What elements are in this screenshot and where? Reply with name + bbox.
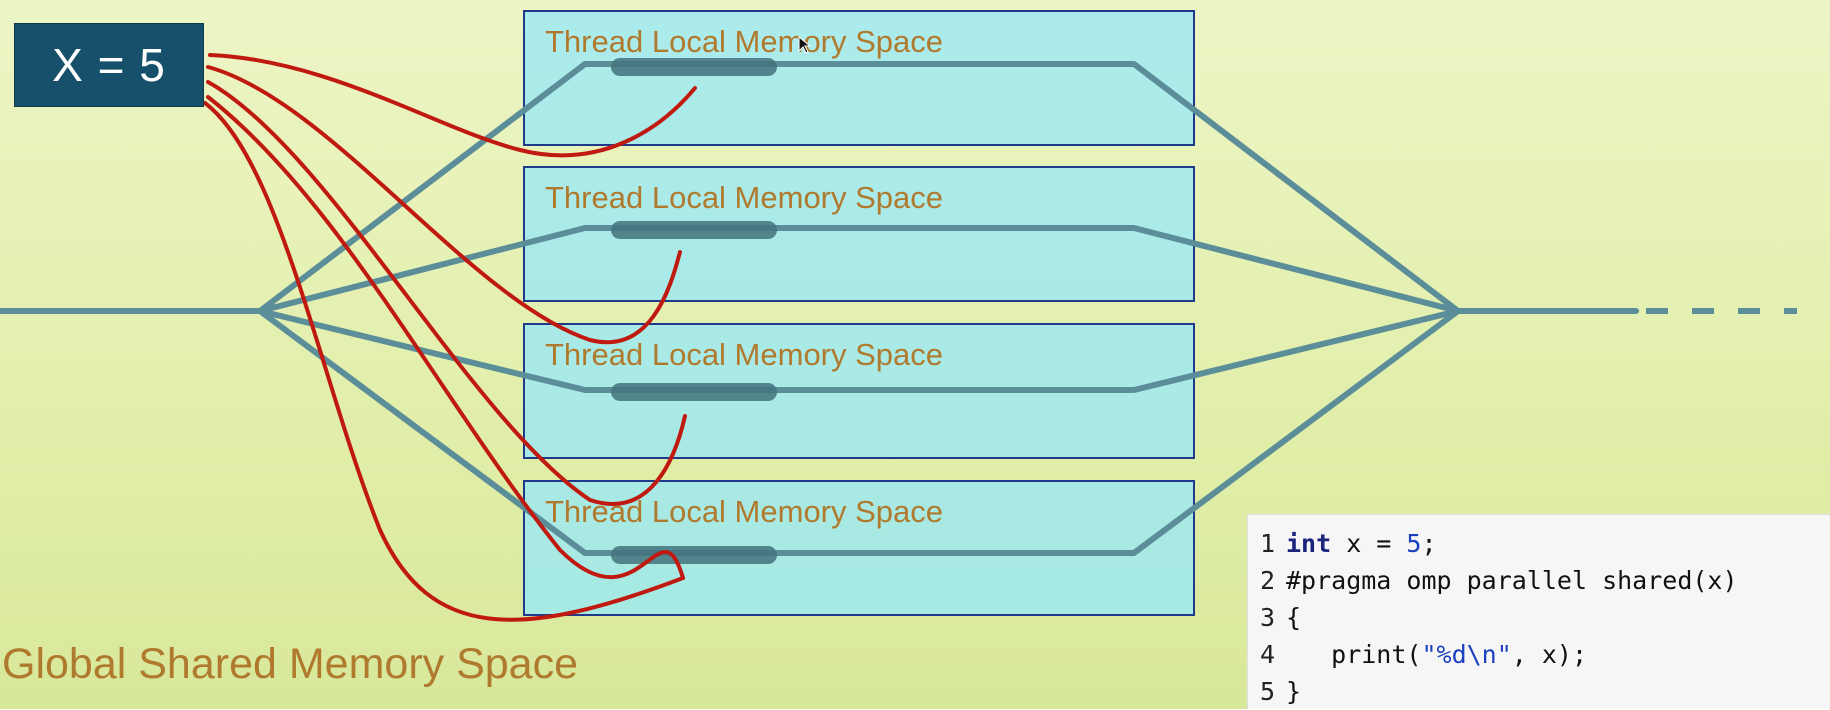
- shared-link-5: [203, 101, 685, 622]
- line-number: 4: [1260, 640, 1276, 669]
- code-number: 5: [1406, 529, 1422, 558]
- code-text: , x);: [1511, 640, 1588, 669]
- line-number: 3: [1260, 603, 1276, 632]
- code-line: 5}: [1260, 673, 1830, 710]
- thread-box-label: Thread Local Memory Space: [545, 494, 944, 529]
- shared-variable-badge: X = 5: [14, 23, 204, 107]
- thread-box-2: Thread Local Memory Space: [523, 166, 1195, 302]
- global-memory-label: Global Shared Memory Space: [2, 640, 579, 688]
- shared-variable-label: X = 5: [52, 39, 166, 91]
- line-number: 5: [1260, 677, 1276, 706]
- code-line: 1 int x = 5;: [1260, 525, 1830, 562]
- thread-box-label: Thread Local Memory Space: [545, 180, 944, 215]
- thread-path-3: [257, 308, 1461, 393]
- shared-link-4: [206, 95, 685, 580]
- code-indent: [1286, 640, 1331, 669]
- shared-link-1: [208, 53, 697, 158]
- code-keyword: int: [1286, 529, 1332, 558]
- code-text: }: [1286, 677, 1302, 706]
- line-number: 1: [1260, 529, 1276, 558]
- shared-link-2: [206, 65, 682, 345]
- code-line: 4 print("%d\n", x);: [1260, 636, 1830, 673]
- thread-box-label: Thread Local Memory Space: [545, 24, 944, 59]
- code-text: #pragma omp parallel shared(x): [1286, 566, 1738, 595]
- mouse-cursor-icon: [798, 36, 812, 54]
- code-string: "%d\n": [1421, 640, 1512, 669]
- code-text: x =: [1331, 529, 1407, 558]
- code-function: print(: [1331, 640, 1422, 669]
- code-line: 3{: [1260, 599, 1830, 636]
- code-text: {: [1286, 603, 1302, 632]
- shared-link-3: [206, 80, 687, 506]
- code-line: 2 #pragma omp parallel shared(x): [1260, 562, 1830, 599]
- line-number: 2: [1260, 566, 1276, 595]
- code-text: ;: [1421, 529, 1437, 558]
- thread-box-1: Thread Local Memory Space: [523, 10, 1195, 146]
- thread-box-4: Thread Local Memory Space: [523, 480, 1195, 616]
- thread-path-2: [257, 225, 1461, 314]
- thread-path-4: [257, 308, 1461, 556]
- code-snippet: 1 int x = 5; 2 #pragma omp parallel shared…: [1247, 514, 1830, 709]
- thread-path-1: [257, 61, 1461, 314]
